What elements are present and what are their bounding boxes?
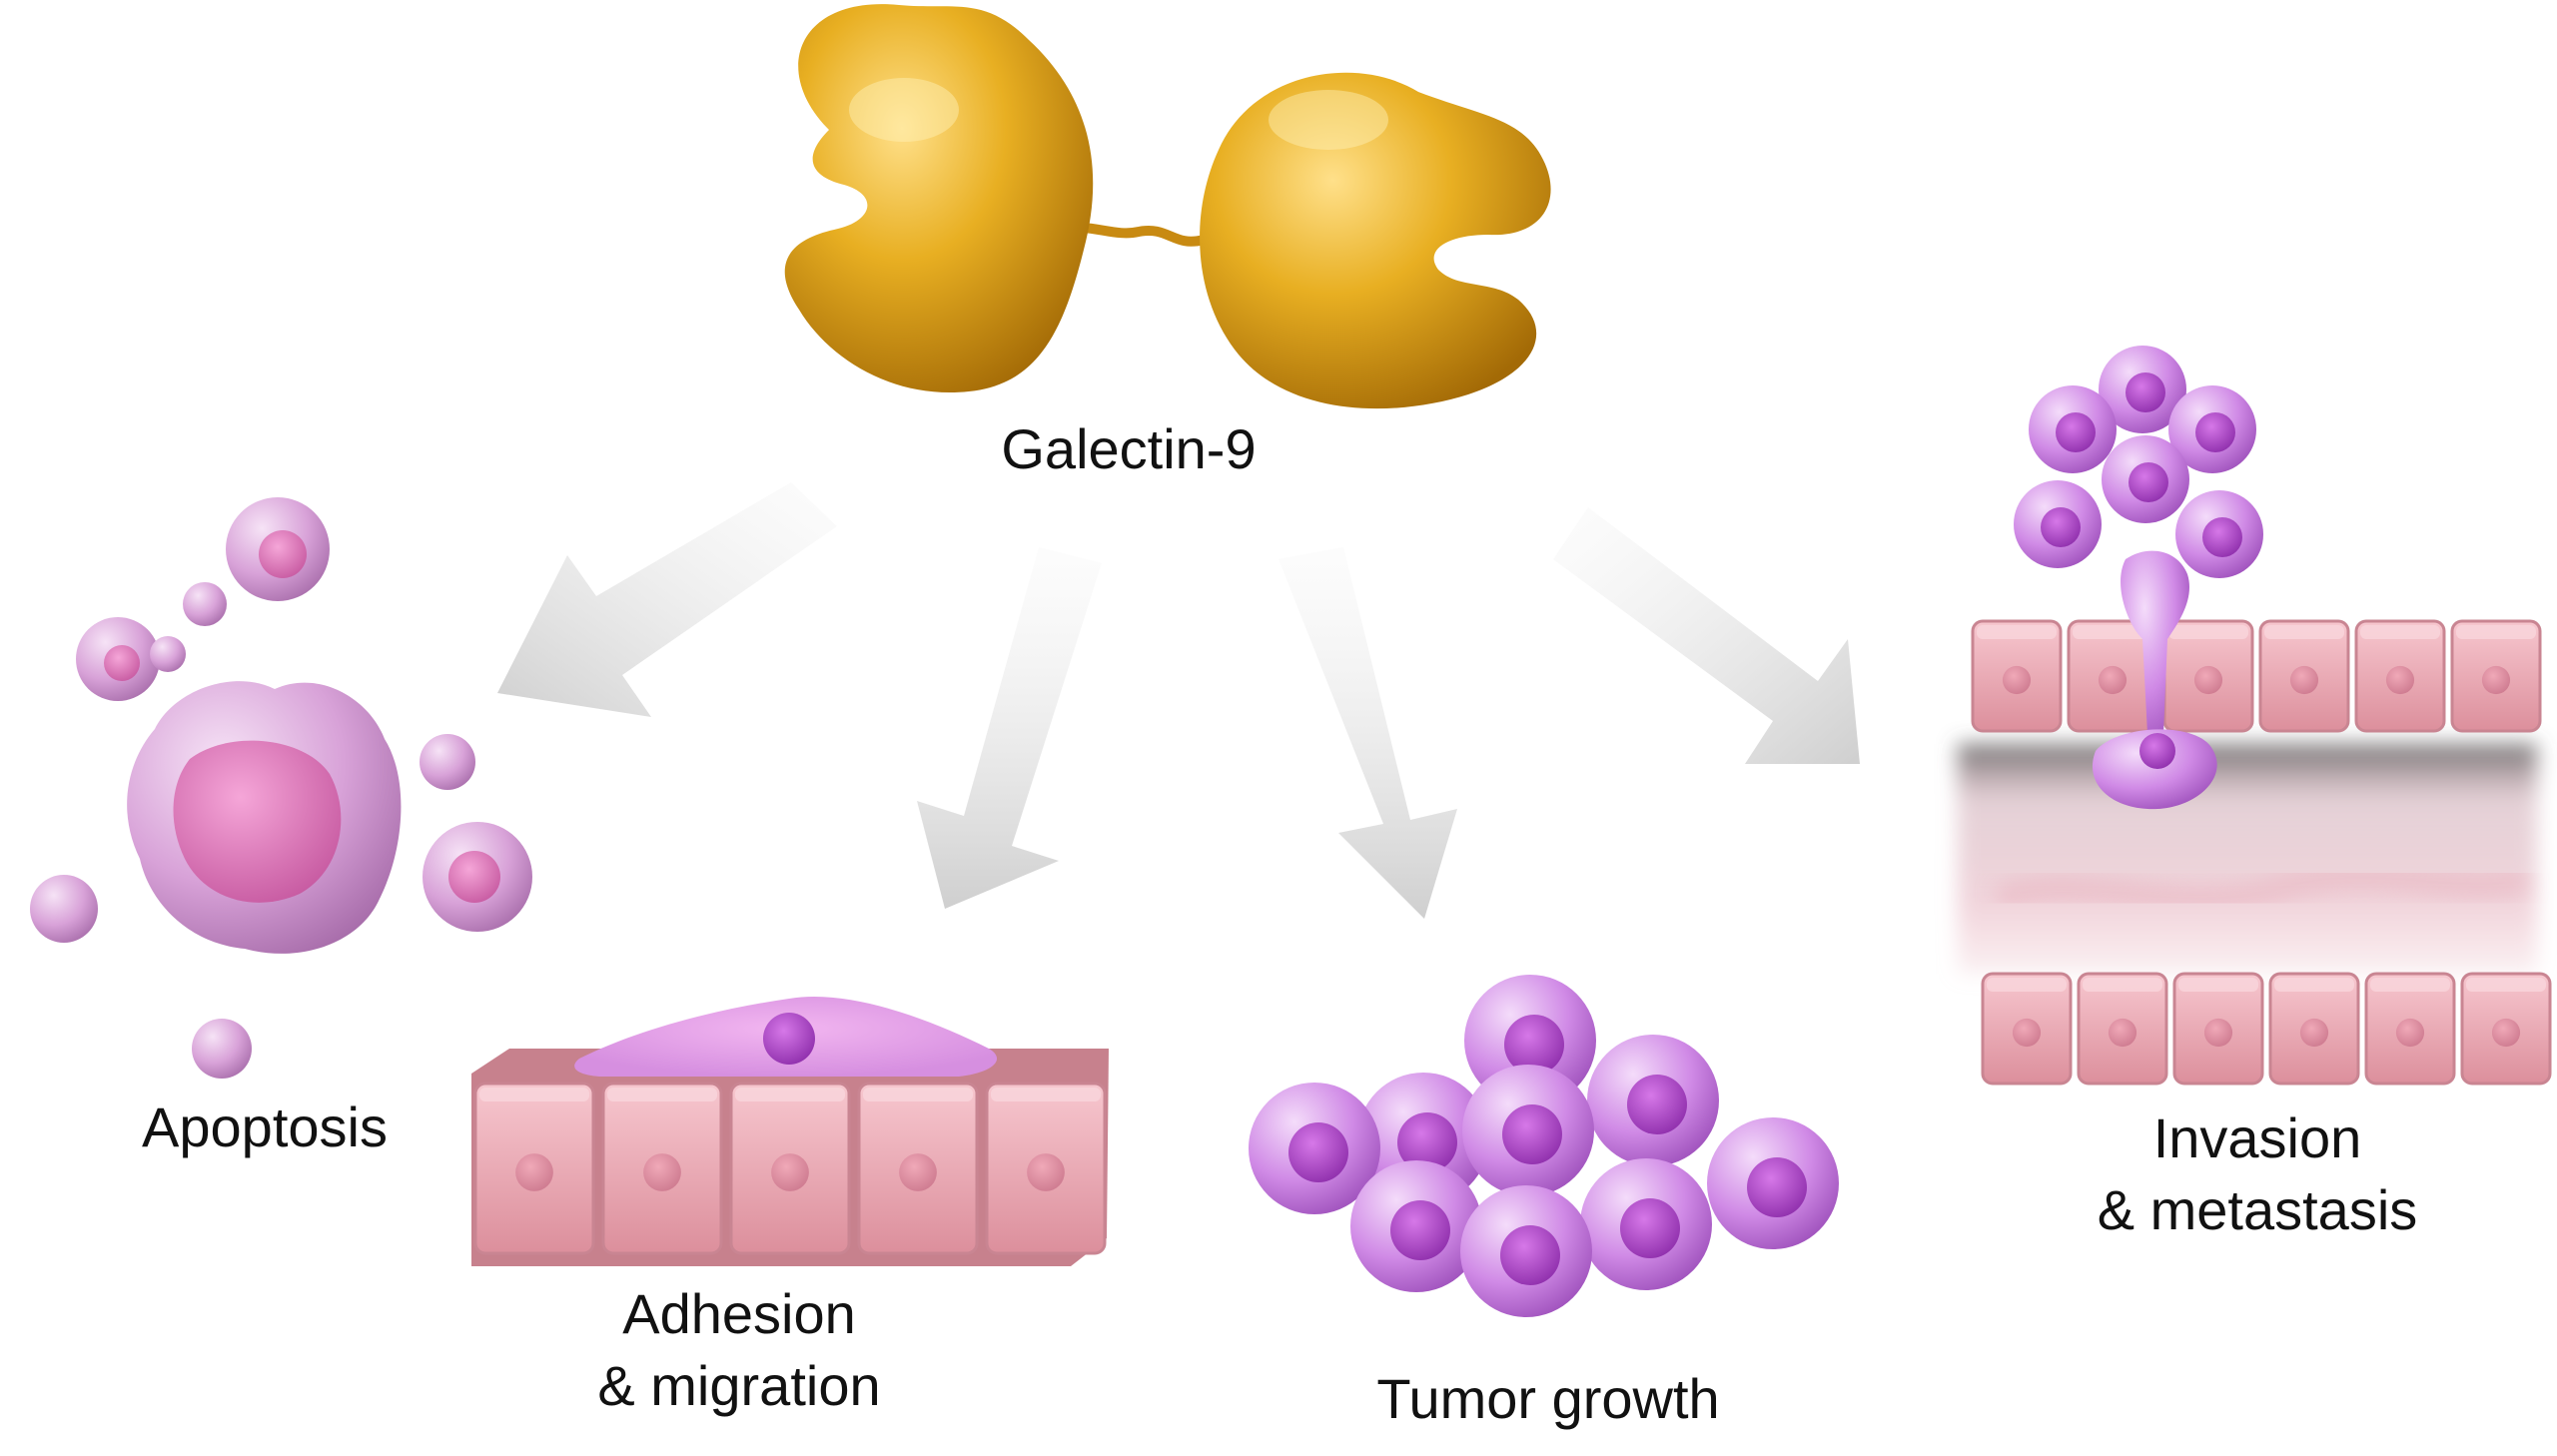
epithelial-cell <box>2258 619 2350 733</box>
invasion-label-line1: Invasion <box>2152 1106 2362 1169</box>
cell-nucleus <box>2299 1018 2329 1048</box>
cell-nucleus <box>1027 1153 1065 1191</box>
cell-nucleus <box>1288 1122 1348 1182</box>
invasion-metastasis-illustration <box>1958 346 2552 1086</box>
epithelial-cell <box>2364 972 2456 1086</box>
galectin-9-label: Galectin-9 <box>1001 417 1257 480</box>
cell-nucleus <box>2098 665 2128 695</box>
tumor-cell <box>1707 1117 1839 1249</box>
cell-nucleus <box>1390 1200 1450 1260</box>
arrow-to-adhesion <box>917 547 1102 909</box>
cell-nucleus <box>2002 665 2032 695</box>
adhesion-migration-illustration <box>471 997 1109 1266</box>
apoptotic-cell-illustration <box>30 497 532 1079</box>
cell-nucleus <box>2491 1018 2521 1048</box>
tumor-cell <box>1350 1160 1482 1292</box>
epithelial-barrier-bottom <box>1981 972 2552 1086</box>
epithelial-cell <box>1971 619 2063 733</box>
adhesion-migration-label: Adhesion & migration <box>559 1278 919 1422</box>
epithelial-cell <box>729 1082 851 1255</box>
cell-nucleus <box>2056 412 2096 452</box>
tumor-cell <box>2102 435 2189 523</box>
epithelial-cell <box>1981 972 2073 1086</box>
epithelial-cell <box>601 1082 723 1255</box>
cell-nucleus <box>771 1153 809 1191</box>
cell-nucleus <box>2481 665 2511 695</box>
arrow-to-tumor-growth <box>1278 547 1457 919</box>
tumor-cell <box>1580 1158 1712 1290</box>
cell-nucleus <box>2041 507 2081 547</box>
cell-nucleus <box>2012 1018 2042 1048</box>
epithelial-cell <box>857 1082 979 1255</box>
cell-nucleus <box>2203 1018 2233 1048</box>
adhesion-label-line2: & migration <box>597 1354 881 1417</box>
tumor-cell <box>1249 1083 1380 1214</box>
epithelial-cell <box>2268 972 2360 1086</box>
tumor-growth-label: Tumor growth <box>1376 1367 1720 1430</box>
metastatic-cell-cluster <box>2014 346 2263 578</box>
cell-nucleus <box>1502 1104 1562 1164</box>
cell-nucleus <box>2385 665 2415 695</box>
tumor-cell <box>1587 1035 1719 1166</box>
epithelial-cell <box>2162 619 2254 733</box>
tumor-cell <box>2175 490 2263 578</box>
cell-nucleus <box>2395 1018 2425 1048</box>
invasion-metastasis-label: Invasion & metastasis <box>2078 1102 2437 1246</box>
epithelial-cell <box>2077 972 2168 1086</box>
arrow-to-invasion <box>1553 507 1860 764</box>
epithelial-cell <box>2450 619 2542 733</box>
cell-nucleus <box>1504 1015 1564 1075</box>
tumor-growth-illustration <box>1249 975 1839 1317</box>
cell-nucleus <box>2126 372 2165 412</box>
cell-nucleus <box>2193 665 2223 695</box>
cell-nucleus <box>1500 1225 1560 1285</box>
apoptosis-label: Apoptosis <box>142 1095 388 1158</box>
epithelial-cell <box>985 1082 1107 1255</box>
epithelial-cell-row <box>473 1082 1107 1255</box>
cell-nucleus <box>1747 1157 1807 1217</box>
cell-nucleus <box>2289 665 2319 695</box>
invasion-label-line2: & metastasis <box>2097 1178 2418 1241</box>
tumor-cell <box>1462 1065 1594 1196</box>
cell-nucleus <box>2108 1018 2137 1048</box>
cell-nucleus <box>1620 1198 1680 1258</box>
cell-nucleus <box>899 1153 937 1191</box>
tumor-cell <box>2099 346 2186 433</box>
galectin-9-protein-illustration <box>784 4 1551 409</box>
cell-nucleus <box>2129 462 2168 502</box>
tumor-cell <box>1460 1185 1592 1317</box>
adhesion-label-line1: Adhesion <box>622 1282 856 1345</box>
cell-nucleus <box>515 1153 553 1191</box>
arrow-to-apoptosis <box>497 482 837 717</box>
tumor-cell <box>2168 385 2256 473</box>
tumor-cell <box>2029 385 2117 473</box>
epithelial-cell <box>2172 972 2264 1086</box>
cell-nucleus <box>2195 412 2235 452</box>
epithelial-cell <box>473 1082 595 1255</box>
epithelial-barrier-top <box>1971 619 2542 733</box>
epithelial-cell <box>2354 619 2446 733</box>
cell-nucleus <box>1627 1075 1687 1134</box>
cell-nucleus <box>1397 1112 1457 1172</box>
cell-nucleus <box>2202 517 2242 557</box>
cell-nucleus <box>643 1153 681 1191</box>
tumor-cell <box>2014 480 2102 568</box>
epithelial-cell <box>2460 972 2552 1086</box>
